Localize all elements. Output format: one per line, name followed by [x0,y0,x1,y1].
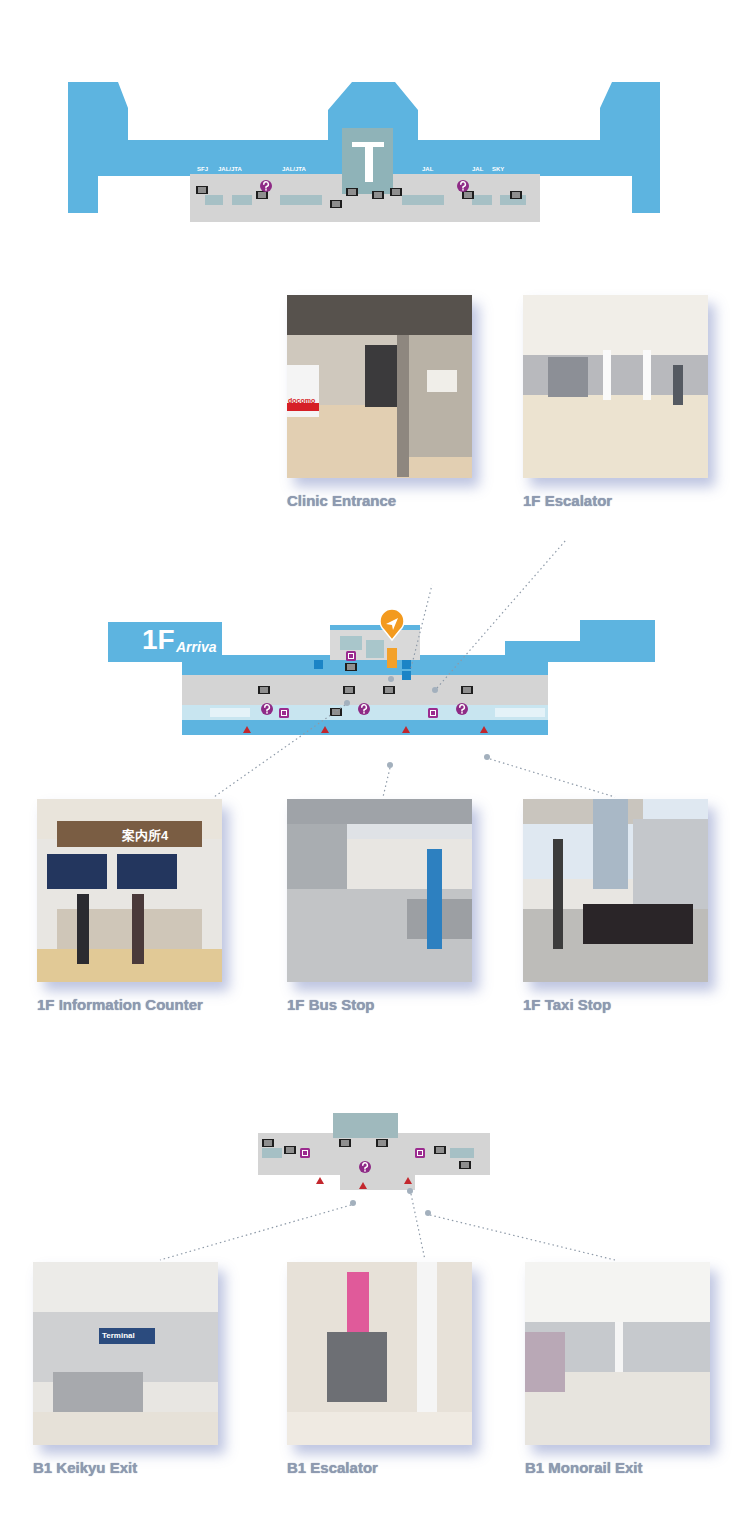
photo-shape [33,1412,218,1445]
photo-illustration [287,799,472,982]
photo-shapes [525,1262,710,1445]
photo-card: 1F Bus Stop [287,799,472,1018]
photo-shape [603,350,611,400]
photo-card: B1 Monorail Exit [525,1262,710,1481]
airline-label: JAL/JTA [282,166,306,172]
photo-shape [287,1412,472,1445]
photo-shape [33,1312,218,1382]
photo-shape [117,854,177,889]
photo-shape [327,1332,387,1402]
photo-shape [53,1372,143,1412]
photo-shape [37,949,222,982]
photo-illustration [287,295,472,478]
airline-label: JAL/JTA [218,166,242,172]
photo-shape [548,357,588,397]
photo-shape [287,889,472,982]
photo-shape [287,295,472,335]
photo-caption: B1 Escalator [287,1459,487,1477]
photo-card: 1F Taxi Stop [523,799,708,1018]
departure-floor-map [68,82,660,222]
photo-illustration [287,1262,472,1445]
airline-label: JAL [472,166,483,172]
photo-card: B1 Keikyu Exit [33,1262,218,1481]
photo-shapes [287,1262,472,1445]
photo-caption: 1F Information Counter [37,996,237,1014]
photo-shape [397,335,409,477]
photo-shape [57,821,202,847]
photo-shape [132,894,144,964]
photo-caption: 1F Escalator [523,492,723,510]
photo-shape [525,1332,565,1392]
photo-card: 1F Escalator [523,295,708,514]
photo-shape [287,403,319,411]
photo-shape [427,370,457,392]
photo-shape [47,854,107,889]
photo-shape [553,839,563,949]
photo-shape [287,365,319,417]
photo-shapes [287,799,472,982]
current-location-pin [380,609,404,640]
photo-shape [407,335,472,457]
photo-shape [287,799,472,824]
arrival-floor-map [108,609,655,735]
photo-shape [525,1262,710,1322]
photo-shape [523,295,708,355]
floor-label: Arriva [176,640,216,654]
photo-shape [583,904,693,944]
photo-shape [523,395,708,478]
photo-shape [593,799,628,889]
airline-label: JAL [422,166,433,172]
photo-card: 1F Information Counter [37,799,222,1018]
photo-shapes [523,799,708,982]
photo-shape [99,1328,155,1344]
photo-caption: 1F Taxi Stop [523,996,723,1014]
photo-illustration [523,799,708,982]
floor-label: 1F [142,626,175,654]
photo-shape [643,350,651,400]
photo-card: B1 Escalator [287,1262,472,1481]
airline-label: SKY [492,166,504,172]
photo-illustration [33,1262,218,1445]
airline-label: SFJ [197,166,208,172]
photo-caption: 1F Bus Stop [287,996,487,1014]
photo-shape [633,819,708,909]
photo-shapes [523,295,708,478]
photo-shape [615,1322,623,1372]
photo-illustration [523,295,708,478]
photo-shapes [37,799,222,982]
photo-illustration [525,1262,710,1445]
photo-illustration [37,799,222,982]
photo-shape [287,1262,472,1445]
photo-caption: B1 Monorail Exit [525,1459,725,1477]
photo-shape [77,894,89,964]
photo-shape [33,1262,218,1312]
photo-shape [673,365,683,405]
photo-card: Clinic Entrance [287,295,472,514]
photo-shapes [33,1262,218,1445]
photo-caption: Clinic Entrance [287,492,487,510]
photo-caption: B1 Keikyu Exit [33,1459,233,1477]
photo-shape [347,1272,369,1332]
basement-floor-map [258,1113,490,1190]
photo-shape [427,849,442,949]
photo-shapes [287,295,472,478]
